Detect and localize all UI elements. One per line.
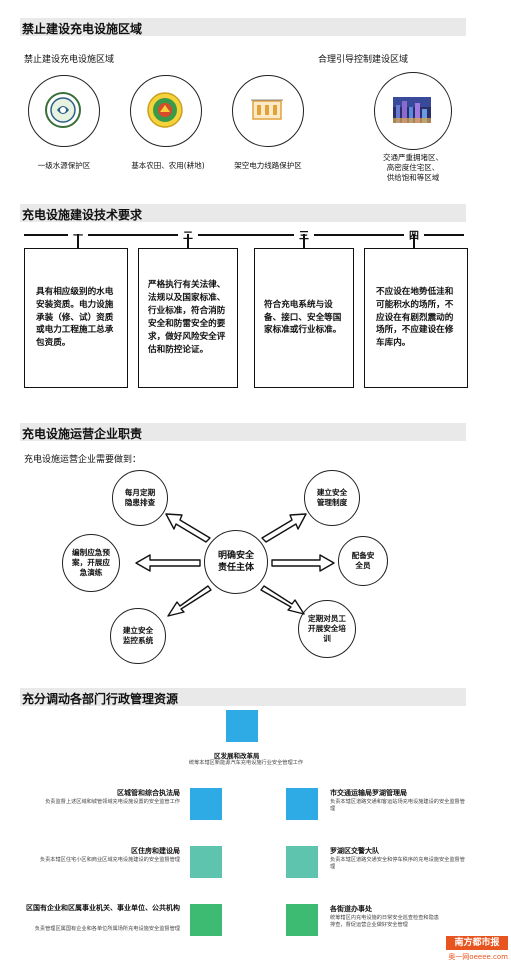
arrow-down-left-icon	[167, 585, 212, 617]
tech-requirement-box-4: 不应设在地势低洼和可能积水的场所，不应设在有剧烈震动的场所，不应建设在修车库内。	[364, 248, 468, 388]
center-duty-circle: 明确安全责任主体	[204, 530, 268, 594]
tech-requirement-box-1: 具有相应级别的水电安装资质。电力设施承装（修、试）资质或电力工程施工总承包资质。	[24, 248, 128, 388]
tech-requirement-text-4: 不应设在地势低洼和可能积水的场所，不应设在有剧烈震动的场所，不应建设在修车库内。	[376, 286, 454, 349]
dept-desc-traffic-police: 负责本辖区道路交通安全和停车秩序的充电设施安全监督管理	[330, 857, 465, 871]
tech-requirement-text-2: 严格执行有关法律、法规以及国家标准、行业标准，符合消防安全和防雷安全的要求，做好…	[148, 280, 226, 355]
duty-arrows	[135, 513, 335, 617]
dept-name-transport-bureau: 市交通运输局罗湖管理局	[330, 789, 407, 797]
tech-header-line	[24, 234, 464, 236]
duty-safety-officer: 配备安全员	[338, 536, 388, 586]
tech-connector-2	[187, 234, 189, 248]
arrow-right-icon	[271, 554, 335, 572]
square-traffic-police	[286, 846, 318, 878]
section-bar-3	[20, 423, 466, 441]
power-line-zone-circle	[232, 75, 304, 147]
arrow-up-left-icon	[165, 513, 211, 543]
congested-zone-circle	[374, 72, 452, 150]
section-title-operator-duties: 充电设施运营企业职责	[22, 427, 143, 441]
watermark-brand: 南方都市报	[446, 936, 508, 950]
arrow-down-right-icon	[260, 585, 305, 615]
farmland-zone-circle	[130, 75, 202, 147]
duty-monthly-inspection: 每月定期隐患排查	[112, 470, 168, 526]
tech-requirement-text-3: 符合充电系统与设备、接口、安全等国家标准或行业标准。	[264, 299, 342, 336]
tech-requirement-box-2: 严格执行有关法律、法规以及国家标准、行业标准，符合消防安全和防雷安全的要求，做好…	[138, 248, 238, 388]
dept-name-housing-bureau: 区住房和建设局	[131, 847, 180, 855]
top-dept-name: 区发展和改革局	[214, 752, 260, 760]
tech-connector-4	[413, 234, 415, 248]
guided-zones-subtitle: 合理引导控制建设区域	[318, 55, 409, 65]
tech-connector-1	[77, 234, 79, 248]
tech-connector-3	[303, 234, 305, 248]
square-street-offices	[286, 904, 318, 936]
section-title-tech-requirements: 充电设施建设技术要求	[22, 208, 143, 222]
water-source-zone-circle	[28, 75, 100, 147]
dept-desc-housing-bureau: 负责本辖区住宅小区和商业区域充电设施建设的安全监督管理	[39, 857, 180, 863]
square-urban-management	[190, 788, 222, 820]
section-bar-4	[20, 688, 466, 706]
dept-desc-transport-bureau: 负责本辖区道路交通和客运站场充电设施建设的安全监督管理	[330, 799, 465, 813]
farmland-protection-emblem-icon	[147, 92, 184, 129]
tech-requirement-text-1: 具有相应级别的水电安装资质。电力设施承装（修、试）资质或电力工程施工总承包资质。	[36, 286, 114, 349]
top-dept-square	[226, 710, 258, 742]
zone-label-water: 一级水源保护区	[37, 161, 91, 170]
dept-name-state-enterprises: 区国有企业和区属事业机关、事业单位、公共机构	[26, 904, 180, 912]
section-title-prohibited-zones: 禁止建设充电设施区域	[22, 22, 143, 36]
duty-staff-training: 定期对员工开展安全培训	[298, 600, 356, 658]
water-source-protection-emblem-icon	[45, 92, 82, 129]
prohibited-zones-subtitle: 禁止建设充电设施区域	[24, 55, 115, 65]
dept-name-traffic-police: 罗湖区交警大队	[330, 847, 379, 855]
dept-name-street-offices: 各街道办事处	[330, 905, 372, 913]
duty-safety-system: 建立安全管理制度	[304, 470, 360, 526]
section-title-admin-resources: 充分调动各部门行政管理资源	[22, 692, 179, 706]
zone-label-farmland: 基本农田、农用(耕地)	[131, 161, 205, 170]
arrow-up-right-icon	[261, 513, 307, 543]
dept-desc-urban-management: 负责监督上述区域和城管领域充电设施设置的安全监管工作	[45, 799, 180, 805]
duty-emergency-plan: 编制应急预案，开展应急演练	[62, 534, 120, 592]
square-transport-bureau	[286, 788, 318, 820]
square-housing-bureau	[190, 846, 222, 878]
section-bar-1	[20, 18, 466, 36]
dept-desc-state-enterprises: 负责管理区属国有企业和各单位所属场所充电设施安全监督管理	[34, 926, 180, 932]
top-dept-desc: 统筹本辖区新能源汽车充电设施行业安全管理工作	[188, 760, 304, 766]
square-state-enterprises	[190, 904, 222, 936]
zone-label-power: 架空电力线路保护区	[234, 161, 302, 170]
tech-requirement-box-3: 符合充电系统与设备、接口、安全等国家标准或行业标准。	[254, 248, 354, 388]
power-line-icon	[251, 99, 284, 121]
duty-monitoring-system: 建立安全监控系统	[110, 608, 166, 664]
dept-desc-street-offices: 统筹辖区内充电设施的日常安全巡查检查和隐患排查，督促运营企业做好安全管理	[330, 915, 439, 929]
dept-name-urban-management: 区城管和综合执法局	[117, 789, 180, 797]
section-bar-2	[20, 204, 466, 222]
arrow-left-icon	[135, 554, 201, 572]
operator-duties-subtitle: 充电设施运营企业需要做到：	[24, 455, 142, 465]
watermark-url: 奥一网oeeee.com	[448, 953, 508, 961]
zone-label-congested: 交通严重拥堵区、 高密度住宅区、 供给饱和等区域	[383, 153, 443, 182]
city-night-photo-icon	[393, 97, 432, 124]
